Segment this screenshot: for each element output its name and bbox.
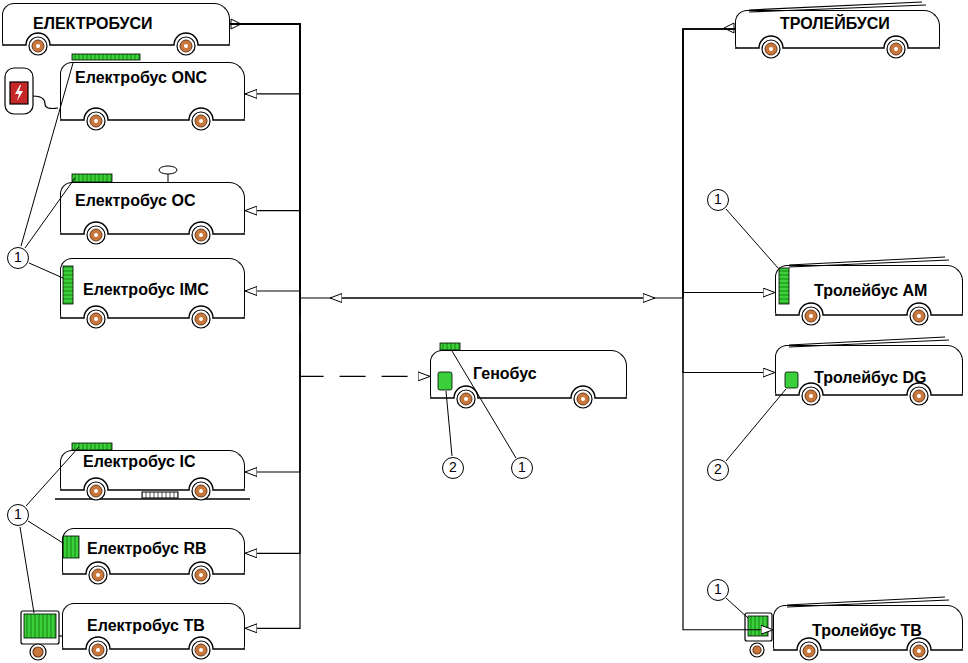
tree-connector <box>683 29 773 630</box>
bus-label: Тролейбус AM <box>814 281 927 301</box>
connector-line <box>230 24 300 472</box>
callout-number: 1 <box>7 247 29 269</box>
bus-chassis <box>773 597 963 660</box>
bus-box: Електробус ONC <box>60 62 245 120</box>
callout-number: 1 <box>7 504 29 526</box>
leader-lines <box>20 63 786 618</box>
bus-label: Електробус TB <box>87 616 205 636</box>
tree-connector <box>230 24 430 376</box>
bus-label: ЕЛЕКТРОБУСИ <box>33 14 153 34</box>
connector-line <box>230 24 735 298</box>
roof-charger <box>159 166 177 182</box>
tree-connector <box>230 24 300 628</box>
connector-line <box>683 29 775 293</box>
tree-connector <box>230 24 300 553</box>
callout-number: 1 <box>707 189 729 211</box>
callout-number: 2 <box>442 457 464 479</box>
bus-label: Електробус IC <box>83 452 195 472</box>
batteries <box>24 54 789 638</box>
tree-connector <box>230 24 300 211</box>
bus-chassis <box>60 306 245 328</box>
bus-box: Електробус IC <box>60 450 245 490</box>
callout-number: 2 <box>707 459 729 481</box>
connector-line <box>230 24 430 376</box>
bus-label: Тролейбус DG <box>814 368 927 388</box>
bus-box: Тролейбус TB <box>773 605 963 650</box>
tree-connector <box>230 24 300 472</box>
charging-station <box>5 68 58 114</box>
bus-chassis <box>60 222 245 244</box>
bus-label: Генобус <box>473 364 537 384</box>
tree-connector <box>683 29 775 373</box>
bus-label: Електробус OC <box>75 191 195 211</box>
connector-line <box>230 24 300 628</box>
bus-chassis <box>430 386 627 408</box>
trailers <box>21 611 772 660</box>
connector-line <box>683 29 775 373</box>
bus-box: Електробус IMC <box>60 258 245 318</box>
connector-line <box>230 24 300 94</box>
bus-box: Тролейбус DG <box>775 345 963 395</box>
connector-line <box>230 24 300 553</box>
tree-connector <box>230 24 300 94</box>
connector-line <box>230 24 300 211</box>
charging-plate <box>55 492 250 499</box>
bus-label: Тролейбус TB <box>812 621 922 641</box>
bus-chassis <box>735 2 940 58</box>
bus-box: ТРОЛЕЙБУСИ <box>735 10 940 48</box>
tree-connector <box>230 24 735 298</box>
bus-label: Електробус RB <box>87 539 207 559</box>
connector-line <box>683 29 773 630</box>
bus-box: Електробус TB <box>62 603 245 649</box>
tree-connector <box>230 24 300 291</box>
callout-number: 1 <box>707 579 729 601</box>
bus-box: Електробус OC <box>60 182 245 234</box>
bus-box: ЕЛЕКТРОБУСИ <box>2 3 230 45</box>
bus-chassis <box>62 562 245 584</box>
double-arrow <box>330 297 655 298</box>
bus-label: ТРОЛЕЙБУСИ <box>780 14 890 34</box>
bus-chassis <box>2 33 230 55</box>
bus-box: Електробус RB <box>62 528 245 574</box>
bus-box: Генобус <box>430 350 627 398</box>
connector-line <box>230 24 300 291</box>
callout-number: 1 <box>511 457 533 479</box>
tree-connector <box>683 29 775 293</box>
bus-chassis <box>60 108 245 130</box>
bus-chassis <box>60 478 245 500</box>
bus-chassis <box>775 337 963 405</box>
bus-chassis <box>775 257 963 325</box>
bus-box: Тролейбус AM <box>775 265 963 315</box>
tree-marks <box>231 19 734 33</box>
bus-label: Електробус IMC <box>83 280 209 300</box>
bus-chassis <box>62 637 245 659</box>
bus-label: Електробус ONC <box>75 68 207 88</box>
